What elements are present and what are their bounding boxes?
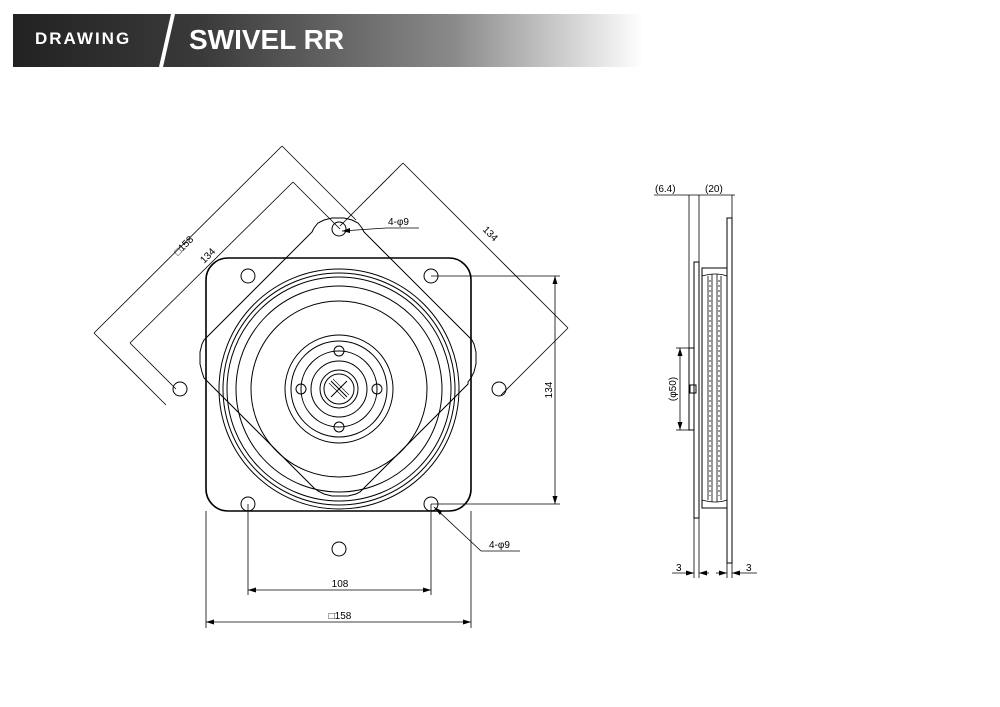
dim-diag-right: 134 xyxy=(480,224,500,244)
center-cross-icon xyxy=(328,378,350,400)
side-view xyxy=(654,194,757,578)
header-banner: DRAWING SWIVEL RR xyxy=(13,14,643,67)
front-dimension-lines xyxy=(93,145,569,628)
bearing-rings xyxy=(218,268,460,510)
square-plate-outline xyxy=(205,257,472,512)
front-arrowheads xyxy=(206,228,558,625)
side-bearing xyxy=(701,267,728,509)
dim-hole-top: 4-φ9 xyxy=(388,217,409,228)
side-dimension-lines xyxy=(654,194,757,578)
dim-vertical: 134 xyxy=(544,381,555,398)
side-hub xyxy=(688,347,695,431)
rotated-plate-outline xyxy=(199,217,477,497)
dim-diameter: (φ50) xyxy=(668,377,679,401)
dim-bottom-left: 3 xyxy=(676,563,682,574)
hole-top-left xyxy=(240,268,256,284)
rotated-hole-top xyxy=(331,221,347,237)
banner-background xyxy=(13,14,643,67)
dim-diag-inner: 134 xyxy=(198,246,218,266)
dim-top-left: (6.4) xyxy=(655,184,676,195)
hub-hole-bottom xyxy=(333,421,345,433)
rotated-hole-left xyxy=(172,381,188,397)
hub-hole-left xyxy=(295,383,307,395)
drawing-label: DRAWING xyxy=(35,29,132,48)
hub-hole-top xyxy=(333,345,345,357)
dim-hole-bottom: 4-φ9 xyxy=(489,540,510,551)
front-view xyxy=(93,145,569,628)
hub-hole-right xyxy=(371,383,383,395)
dim-bottom-right: 3 xyxy=(746,563,752,574)
dim-top-right: (20) xyxy=(705,184,723,195)
dim-bottom-inner: 108 xyxy=(332,579,349,590)
rotated-hole-right xyxy=(491,381,507,397)
rotated-hole-bottom xyxy=(331,541,347,557)
dim-bottom-outer: □158 xyxy=(329,611,352,622)
dim-diag-outer: □158 xyxy=(172,234,196,258)
page-title: SWIVEL RR xyxy=(189,24,345,55)
side-arrowheads xyxy=(677,348,740,576)
side-right-plate xyxy=(726,217,733,564)
